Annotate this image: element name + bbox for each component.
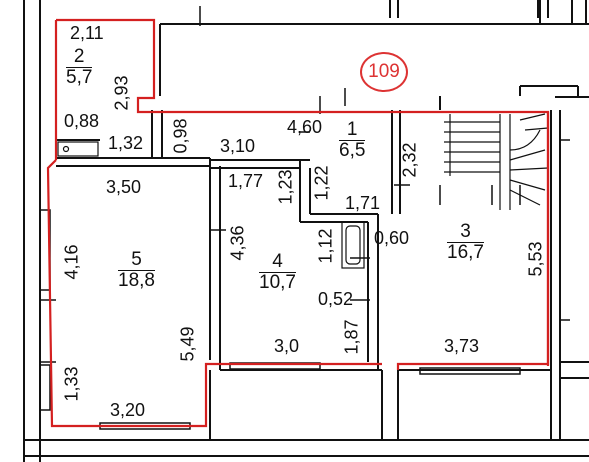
dim-label: 1,87 — [341, 319, 362, 355]
dim-label: 1,22 — [311, 165, 332, 201]
dim-label: 1,77 — [228, 171, 264, 191]
room-1-number: 1 — [339, 120, 366, 141]
dim-label: 0,88 — [64, 111, 100, 131]
apartment-number-badge: 109 — [360, 52, 408, 92]
dim-label: 0,98 — [170, 118, 191, 154]
room-3-label: 3 16,7 — [447, 222, 484, 263]
dim-label: 1,71 — [345, 193, 381, 213]
dim-label: 3,50 — [106, 177, 142, 197]
dim-label: 0,60 — [374, 228, 410, 248]
interior-walls — [56, 96, 551, 440]
room-4-area: 10,7 — [259, 271, 296, 293]
building-walls — [23, 0, 589, 462]
dim-label: 3,0 — [274, 336, 300, 356]
dim-label: 2,93 — [111, 75, 132, 111]
dim-label: 1,12 — [315, 228, 336, 264]
dim-label: 1,33 — [61, 366, 82, 402]
dim-label: 4,16 — [61, 244, 82, 280]
room-1-area: 6,5 — [339, 139, 366, 161]
staircase — [444, 113, 549, 210]
dim-label: 0,52 — [318, 289, 354, 309]
room-3-number: 3 — [447, 222, 484, 243]
apartment-outline — [46, 18, 550, 428]
room-1-label: 1 6,5 — [339, 120, 366, 161]
dim-label: 2,32 — [399, 142, 420, 178]
dim-label: 3,20 — [110, 400, 146, 420]
sink — [57, 141, 99, 157]
dim-label: 4,60 — [287, 117, 323, 137]
room-4-number: 4 — [259, 252, 296, 273]
dim-label: 4,36 — [227, 225, 248, 261]
dim-label: 5,49 — [177, 326, 198, 362]
room-2-number: 2 — [66, 47, 93, 68]
dim-label: 1,32 — [108, 133, 144, 153]
room-5-number: 5 — [118, 250, 155, 271]
room-3-area: 16,7 — [447, 241, 484, 263]
room-5-area: 18,8 — [118, 269, 155, 291]
dim-label: 1,23 — [275, 169, 296, 205]
dim-label: 3,10 — [220, 136, 256, 156]
room-4-label: 4 10,7 — [259, 252, 296, 293]
dim-label: 3,73 — [444, 336, 480, 356]
dimension-ticks — [40, 6, 570, 363]
room-2-area: 5,7 — [66, 66, 93, 88]
bathtub — [341, 221, 365, 269]
room-2-label: 2 5,7 — [66, 47, 93, 88]
dim-label: 5,53 — [525, 241, 546, 277]
dim-label: 2,11 — [70, 23, 104, 43]
room-5-label: 5 18,8 — [118, 250, 155, 291]
